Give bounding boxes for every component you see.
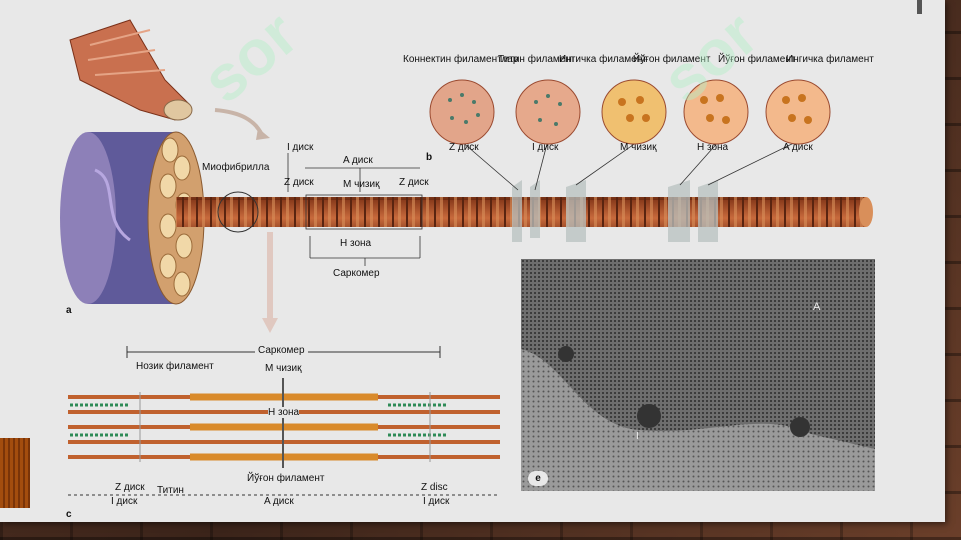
label-myofibril: Миофибрилла — [202, 162, 270, 173]
label-titin: Титин филамент — [498, 54, 576, 65]
label-cs-m-line: M чизиқ — [620, 142, 657, 153]
panel-letter-a: a — [66, 305, 72, 316]
label-cs-h-zone: H зона — [697, 142, 729, 153]
c-label-m-line: M чизиқ — [265, 363, 302, 374]
muscle-bundle-illustration — [69, 19, 270, 140]
section-leaders — [287, 139, 801, 266]
c-label-thick: Йўғон филамент — [247, 473, 325, 484]
section-planes — [512, 180, 718, 242]
label-thin-2: Ингичка филамент — [786, 54, 874, 65]
myofibril-rod — [176, 191, 873, 233]
label-thick-1: Йўғон филамент — [633, 54, 711, 65]
c-label-titin: Титин — [157, 485, 184, 496]
label-cs-a-disk: A диск — [783, 142, 813, 153]
label-h-zone: H зона — [340, 238, 372, 249]
c-label-z-disc: Z disc — [421, 482, 448, 493]
panel-letter-b: b — [426, 152, 433, 163]
label-cs-z-disk: Z диск — [449, 142, 479, 153]
label-m-line: M чизиқ — [343, 179, 380, 190]
cross-sections — [429, 79, 831, 145]
label-a-disk: A диск — [343, 155, 373, 166]
label-connectin: Коннектин филаментлар — [403, 54, 519, 65]
electron-micrograph — [521, 259, 875, 491]
c-label-i-disk-right: I диск — [423, 496, 450, 507]
label-z-disk-right: Z диск — [399, 177, 429, 188]
slide: Коннектин филаментлар Титин филамент Инг… — [0, 0, 945, 522]
panel-letter-c: c — [66, 509, 72, 520]
c-label-sarcomere: Саркомер — [255, 345, 308, 356]
label-cs-i-disk: I диск — [532, 142, 559, 153]
muscle-fiber-cylinder — [60, 131, 205, 305]
c-label-a-disk: A диск — [264, 496, 294, 507]
label-i-disk: I диск — [287, 142, 314, 153]
label-thin-1: Ингичка филамент — [559, 54, 647, 65]
label-thick-2: Йўғон филамент — [718, 54, 796, 65]
em-label-a: A — [813, 301, 821, 313]
panel-letter-e: e — [528, 471, 548, 486]
c-label-i-disk-left: I диск — [111, 496, 138, 507]
c-label-z-disk: Z диск — [115, 482, 145, 493]
slide-edge-mark — [917, 0, 922, 14]
muscle-diagram — [60, 19, 873, 496]
em-label-i: I — [636, 431, 639, 442]
label-sarcomere: Саркомер — [333, 268, 380, 279]
c-label-thin: Нозик филамент — [136, 361, 214, 372]
c-label-h-zone: H зона — [268, 407, 300, 418]
slide-thumbnail-strip — [0, 438, 30, 508]
label-z-disk-left: Z диск — [284, 177, 314, 188]
